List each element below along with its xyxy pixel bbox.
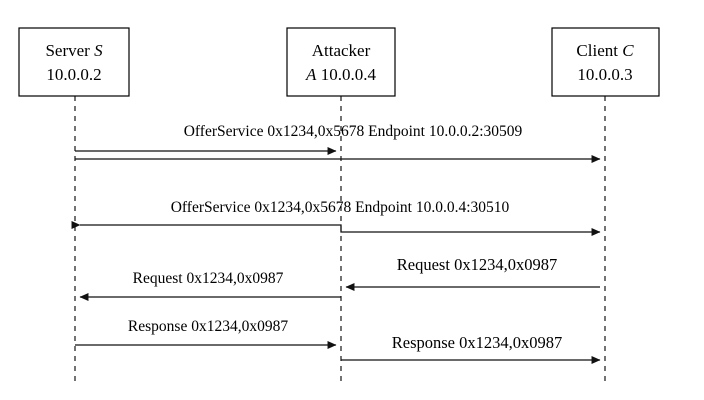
message-label-m2: OfferService 0x1234,0x5678 Endpoint 10.0… <box>171 199 510 216</box>
actor-symbol-attacker: A <box>305 65 317 84</box>
actor-label-server-line1: Server S <box>45 41 103 60</box>
message-arrow-m2-split[interactable] <box>71 221 601 236</box>
actor-attacker[interactable]: Attacker A 10.0.0.4 <box>286 27 396 97</box>
actor-box-attacker[interactable] <box>286 27 396 97</box>
actor-box-client[interactable] <box>551 27 660 97</box>
actor-symbol-client: C <box>622 41 634 60</box>
actor-client[interactable]: Client C 10.0.0.3 <box>551 27 660 97</box>
message-label-m1: OfferService 0x1234,0x5678 Endpoint 10.0… <box>184 123 523 140</box>
actor-box-server[interactable] <box>18 27 130 97</box>
message-m3[interactable]: Request 0x1234,0x0987 <box>345 255 600 291</box>
message-m2[interactable]: OfferService 0x1234,0x5678 Endpoint 10.0… <box>71 199 601 236</box>
actor-label-attacker-line1: Attacker <box>312 41 371 60</box>
actor-address-server: 10.0.0.2 <box>46 65 101 84</box>
actor-address-attacker: 10.0.0.4 <box>321 65 377 84</box>
message-label-m5: Response 0x1234,0x0987 <box>128 318 288 335</box>
actor-label-attacker-line2: A 10.0.0.4 <box>305 65 376 84</box>
message-m1[interactable]: OfferService 0x1234,0x5678 Endpoint 10.0… <box>75 123 601 163</box>
message-label-m4: Request 0x1234,0x0987 <box>133 270 284 287</box>
message-label-m3: Request 0x1234,0x0987 <box>397 255 557 274</box>
actor-role-client: Client <box>576 41 618 60</box>
actor-role-server: Server <box>45 41 90 60</box>
message-m6[interactable]: Response 0x1234,0x0987 <box>341 333 601 364</box>
message-m5[interactable]: Response 0x1234,0x0987 <box>75 318 337 349</box>
actor-symbol-server: S <box>94 41 103 60</box>
actor-server[interactable]: Server S 10.0.0.2 <box>18 27 130 97</box>
message-label-m6: Response 0x1234,0x0987 <box>392 333 563 352</box>
message-m4[interactable]: Request 0x1234,0x0987 <box>79 270 341 301</box>
lifelines-group <box>74 96 606 386</box>
actor-label-client-line1: Client C <box>576 41 634 60</box>
actor-address-client: 10.0.0.3 <box>577 65 632 84</box>
